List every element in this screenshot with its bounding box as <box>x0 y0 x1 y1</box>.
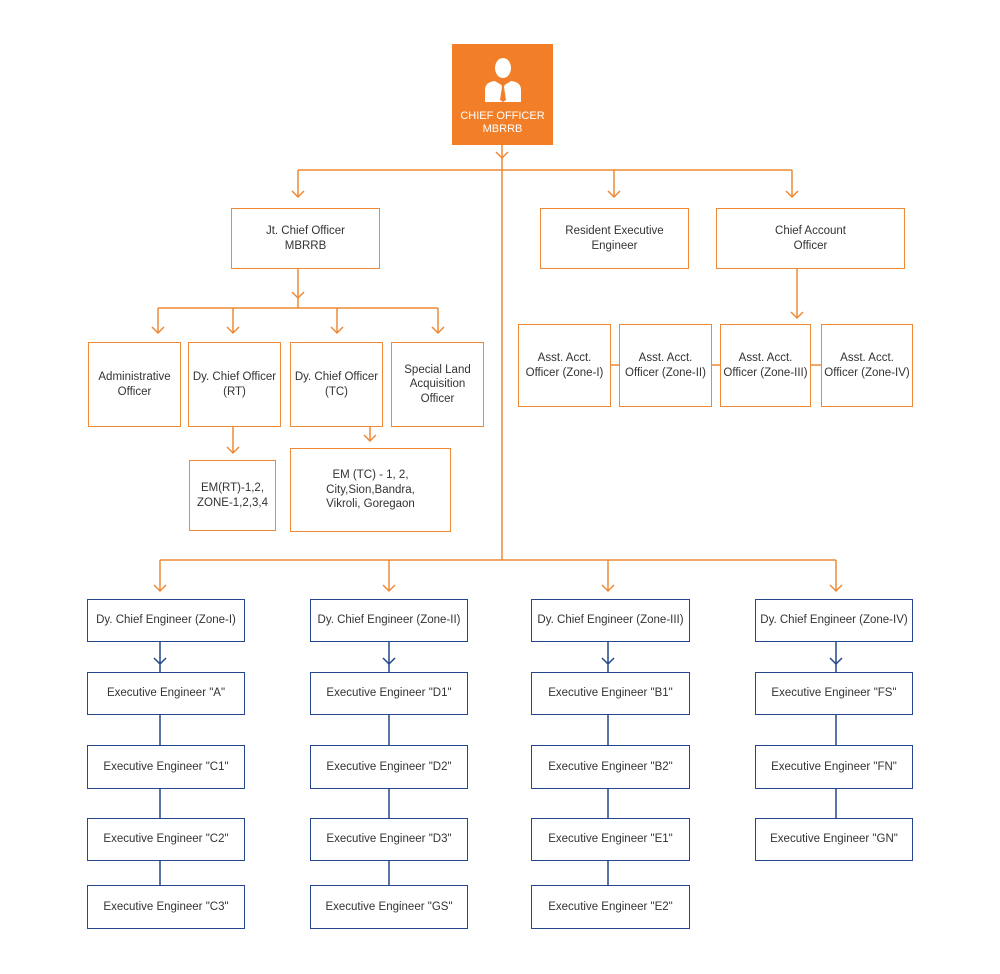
executive-engineer-box: Executive Engineer "D3" <box>310 818 468 861</box>
executive-engineer-box: Executive Engineer "FS" <box>755 672 913 715</box>
asst-acct-line1: Asst. Acct. <box>738 352 793 365</box>
em-tc-line2: City,Sion,Bandra, <box>326 483 415 496</box>
executive-engineer-label: Executive Engineer "D3" <box>326 833 452 846</box>
asst-acct-line1: Asst. Acct. <box>840 352 894 365</box>
executive-engineer-box: Executive Engineer "FN" <box>755 745 913 789</box>
dy-chief-officer-rt-box: Dy. Chief Officer (RT) <box>188 342 281 427</box>
jt-chief-title: Jt. Chief Officer <box>265 225 346 238</box>
executive-engineer-box: Executive Engineer "A" <box>87 672 245 715</box>
executive-engineer-label: Executive Engineer "FS" <box>771 687 897 700</box>
dy-chief-tc-line2: (TC) <box>325 385 348 398</box>
asst-acct-officer-box: Asst. Acct. Officer (Zone-II) <box>619 324 712 407</box>
em-tc-line3: Vikroli, Goregaon <box>326 498 415 511</box>
executive-engineer-box: Executive Engineer "C3" <box>87 885 245 929</box>
resident-exec-line1: Resident Executive <box>565 225 664 238</box>
chief-officer-box: CHIEF OFFICER MBRRB <box>452 44 553 145</box>
asst-acct-officer-box: Asst. Acct. Officer (Zone-III) <box>720 324 811 407</box>
executive-engineer-box: Executive Engineer "B1" <box>531 672 690 715</box>
jt-chief-officer-box: Jt. Chief Officer MBRRB <box>231 208 380 269</box>
executive-engineer-label: Executive Engineer "C1" <box>103 760 229 773</box>
dy-chief-engineer-label: Dy. Chief Engineer (Zone-I) <box>96 614 236 627</box>
executive-engineer-label: Executive Engineer "GS" <box>325 900 453 913</box>
asst-acct-line2: Officer (Zone-I) <box>525 366 604 379</box>
resident-exec-line2: Engineer <box>591 239 638 252</box>
chief-account-officer-box: Chief Account Officer <box>716 208 905 269</box>
executive-engineer-label: Executive Engineer "C3" <box>103 900 229 913</box>
resident-executive-engineer-box: Resident Executive Engineer <box>540 208 689 269</box>
executive-engineer-box: Executive Engineer "D1" <box>310 672 468 715</box>
executive-engineer-box: Executive Engineer "C2" <box>87 818 245 861</box>
dy-chief-engineer-label: Dy. Chief Engineer (Zone-II) <box>317 614 461 627</box>
dy-chief-engineer-box: Dy. Chief Engineer (Zone-II) <box>310 599 468 642</box>
special-land-line2: Acquisition <box>409 378 466 391</box>
special-land-line3: Officer <box>420 392 455 405</box>
asst-acct-line1: Asst. Acct. <box>537 352 592 365</box>
administrative-officer-box: Administrative Officer <box>88 342 181 427</box>
asst-acct-officer-box: Asst. Acct. Officer (Zone-IV) <box>821 324 913 407</box>
executive-engineer-box: Executive Engineer "E1" <box>531 818 690 861</box>
jt-chief-org: MBRRB <box>284 239 327 252</box>
asst-acct-line2: Officer (Zone-III) <box>723 366 808 379</box>
executive-engineer-label: Executive Engineer "B2" <box>548 760 673 773</box>
dy-chief-rt-line2: (RT) <box>223 385 246 398</box>
executive-engineer-label: Executive Engineer "D1" <box>326 687 452 700</box>
chief-org: MBRRB <box>482 122 523 135</box>
person-icon <box>485 58 521 102</box>
executive-engineer-label: Executive Engineer "D2" <box>326 760 452 773</box>
executive-engineer-box: Executive Engineer "E2" <box>531 885 690 929</box>
executive-engineer-box: Executive Engineer "GS" <box>310 885 468 929</box>
asst-acct-line1: Asst. Acct. <box>638 352 693 365</box>
dy-chief-engineer-box: Dy. Chief Engineer (Zone-I) <box>87 599 245 642</box>
admin-line2: Officer <box>117 385 152 398</box>
em-rt-box: EM(RT)-1,2, ZONE-1,2,3,4 <box>189 460 276 531</box>
executive-engineer-box: Executive Engineer "D2" <box>310 745 468 789</box>
executive-engineer-label: Executive Engineer "E2" <box>548 900 673 913</box>
dy-chief-tc-line1: Dy. Chief Officer <box>294 371 379 384</box>
executive-engineer-label: Executive Engineer "E1" <box>548 833 673 846</box>
executive-engineer-box: Executive Engineer "C1" <box>87 745 245 789</box>
executive-engineer-label: Executive Engineer "A" <box>106 687 226 700</box>
admin-line1: Administrative <box>98 371 171 384</box>
executive-engineer-label: Executive Engineer "C2" <box>103 833 229 846</box>
em-tc-box: EM (TC) - 1, 2, City,Sion,Bandra, Vikrol… <box>290 448 451 532</box>
special-land-acquisition-officer-box: Special Land Acquisition Officer <box>391 342 484 427</box>
executive-engineer-box: Executive Engineer "GN" <box>755 818 913 861</box>
dy-chief-rt-line1: Dy. Chief Officer <box>192 371 277 384</box>
chief-account-line1: Chief Account <box>775 225 846 238</box>
special-land-line1: Special Land <box>404 363 471 376</box>
executive-engineer-label: Executive Engineer "FN" <box>771 760 897 773</box>
em-rt-line1: EM(RT)-1,2, <box>200 482 265 495</box>
asst-acct-line2: Officer (Zone-II) <box>625 366 706 379</box>
chief-account-line2: Officer <box>793 239 828 252</box>
dy-chief-officer-tc-box: Dy. Chief Officer (TC) <box>290 342 383 427</box>
dy-chief-engineer-label: Dy. Chief Engineer (Zone-III) <box>537 614 684 627</box>
executive-engineer-label: Executive Engineer "GN" <box>770 833 898 846</box>
executive-engineer-label: Executive Engineer "B1" <box>548 687 673 700</box>
asst-acct-line2: Officer (Zone-IV) <box>824 366 910 379</box>
executive-engineer-box: Executive Engineer "B2" <box>531 745 690 789</box>
dy-chief-engineer-box: Dy. Chief Engineer (Zone-IV) <box>755 599 913 642</box>
dy-chief-engineer-box: Dy. Chief Engineer (Zone-III) <box>531 599 690 642</box>
em-tc-line1: EM (TC) - 1, 2, <box>332 469 409 482</box>
chief-title: CHIEF OFFICER <box>460 109 545 122</box>
dy-chief-engineer-label: Dy. Chief Engineer (Zone-IV) <box>760 614 908 627</box>
em-rt-line2: ZONE-1,2,3,4 <box>197 496 268 509</box>
asst-acct-officer-box: Asst. Acct. Officer (Zone-I) <box>518 324 611 407</box>
